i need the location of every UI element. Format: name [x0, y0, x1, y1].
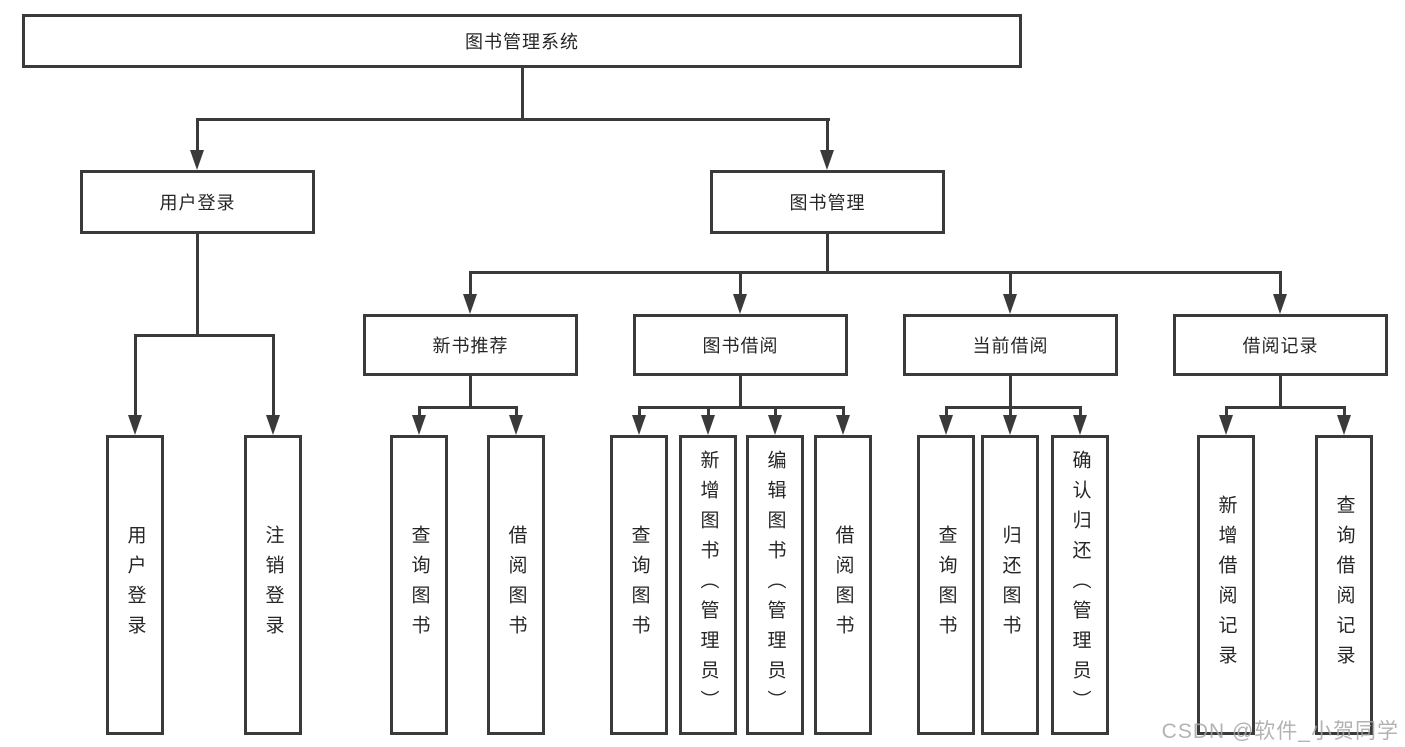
connector-line	[638, 406, 845, 409]
connector-line	[515, 406, 518, 417]
connector-line	[196, 118, 199, 153]
arrow-down-icon	[463, 294, 477, 314]
arrow-down-icon	[701, 415, 715, 435]
arrow-down-icon	[1219, 415, 1233, 435]
arrow-down-icon	[939, 415, 953, 435]
connector-line	[418, 406, 518, 409]
arrow-down-icon	[1003, 294, 1017, 314]
connector-line	[1009, 271, 1012, 296]
arrow-down-icon	[1073, 415, 1087, 435]
node-book-management: 图书管理	[710, 170, 945, 234]
leaf-add-book-admin: 新增图书（管理员）	[679, 435, 737, 735]
node-library-management-system: 图书管理系统	[22, 14, 1022, 68]
connector-line	[134, 334, 137, 416]
leaf-user-login: 用户登录	[106, 435, 164, 735]
connector-line	[1009, 376, 1012, 407]
leaf-label: 新增图书（管理员）	[697, 450, 719, 720]
arrow-down-icon	[632, 415, 646, 435]
arrow-down-icon	[1273, 294, 1287, 314]
node-label: 用户登录	[159, 193, 236, 213]
connector-line	[1225, 406, 1228, 417]
leaf-query-books-borrowing: 查询图书	[610, 435, 668, 735]
arrow-down-icon	[190, 150, 204, 170]
leaf-label: 编辑图书（管理员）	[764, 450, 786, 720]
node-book-borrowing: 图书借阅	[633, 314, 848, 376]
connector-line	[196, 234, 199, 335]
leaf-borrow-books-recommend: 借阅图书	[487, 435, 545, 735]
leaf-logout: 注销登录	[244, 435, 302, 735]
node-borrowing-records: 借阅记录	[1173, 314, 1388, 376]
connector-line	[469, 271, 1282, 274]
leaf-label: 查询图书	[628, 525, 650, 645]
arrow-down-icon	[768, 415, 782, 435]
arrow-down-icon	[266, 415, 280, 435]
leaf-label: 借阅图书	[505, 525, 527, 645]
csdn-watermark: CSDN @软件_小贺同学	[1161, 720, 1399, 743]
leaf-query-borrow-record: 查询借阅记录	[1315, 435, 1373, 735]
arrow-down-icon	[509, 415, 523, 435]
connector-line	[739, 271, 742, 296]
connector-line	[826, 118, 829, 153]
connector-line	[1343, 406, 1346, 417]
connector-line	[945, 406, 1082, 409]
connector-line	[418, 406, 421, 417]
leaf-edit-book-admin: 编辑图书（管理员）	[746, 435, 804, 735]
arrow-down-icon	[412, 415, 426, 435]
connector-line	[739, 376, 742, 407]
leaf-label: 注销登录	[262, 525, 284, 645]
leaf-return-book: 归还图书	[981, 435, 1039, 735]
node-current-borrowing: 当前借阅	[903, 314, 1118, 376]
node-label: 新书推荐	[432, 336, 509, 356]
leaf-confirm-return-admin: 确认归还（管理员）	[1051, 435, 1109, 735]
leaf-label: 查询图书	[935, 525, 957, 645]
leaf-borrow-books: 借阅图书	[814, 435, 872, 735]
connector-line	[1079, 406, 1082, 417]
connector-line	[196, 118, 830, 121]
connector-line	[945, 406, 948, 417]
leaf-add-borrow-record: 新增借阅记录	[1197, 435, 1255, 735]
node-label: 借阅记录	[1242, 336, 1319, 356]
leaf-label: 查询图书	[408, 525, 430, 645]
connector-line	[1009, 406, 1012, 417]
connector-line	[842, 406, 845, 417]
leaf-label: 借阅图书	[832, 525, 854, 645]
connector-line	[826, 234, 829, 273]
arrow-down-icon	[836, 415, 850, 435]
leaf-query-books-recommend: 查询图书	[390, 435, 448, 735]
connector-line	[521, 68, 524, 119]
arrow-down-icon	[820, 150, 834, 170]
leaf-query-books-current: 查询图书	[917, 435, 975, 735]
connector-line	[469, 376, 472, 407]
leaf-label: 归还图书	[999, 525, 1021, 645]
connector-line	[707, 406, 710, 417]
leaf-label: 确认归还（管理员）	[1069, 450, 1091, 720]
node-user-login: 用户登录	[80, 170, 315, 234]
connector-line	[469, 271, 472, 296]
arrow-down-icon	[733, 294, 747, 314]
arrow-down-icon	[1003, 415, 1017, 435]
node-new-book-recommendation: 新书推荐	[363, 314, 578, 376]
node-label: 图书管理	[789, 193, 866, 213]
node-label: 图书管理系统	[465, 32, 579, 52]
leaf-label: 用户登录	[124, 525, 146, 645]
connector-line	[1225, 406, 1346, 409]
arrow-down-icon	[1337, 415, 1351, 435]
leaf-label: 新增借阅记录	[1215, 495, 1237, 675]
connector-line	[774, 406, 777, 417]
connector-line	[134, 334, 275, 337]
connector-line	[638, 406, 641, 417]
leaf-label: 查询借阅记录	[1333, 495, 1355, 675]
arrow-down-icon	[128, 415, 142, 435]
node-label: 图书借阅	[702, 336, 779, 356]
connector-line	[272, 334, 275, 416]
connector-line	[1279, 271, 1282, 296]
connector-line	[1279, 376, 1282, 407]
node-label: 当前借阅	[972, 336, 1049, 356]
